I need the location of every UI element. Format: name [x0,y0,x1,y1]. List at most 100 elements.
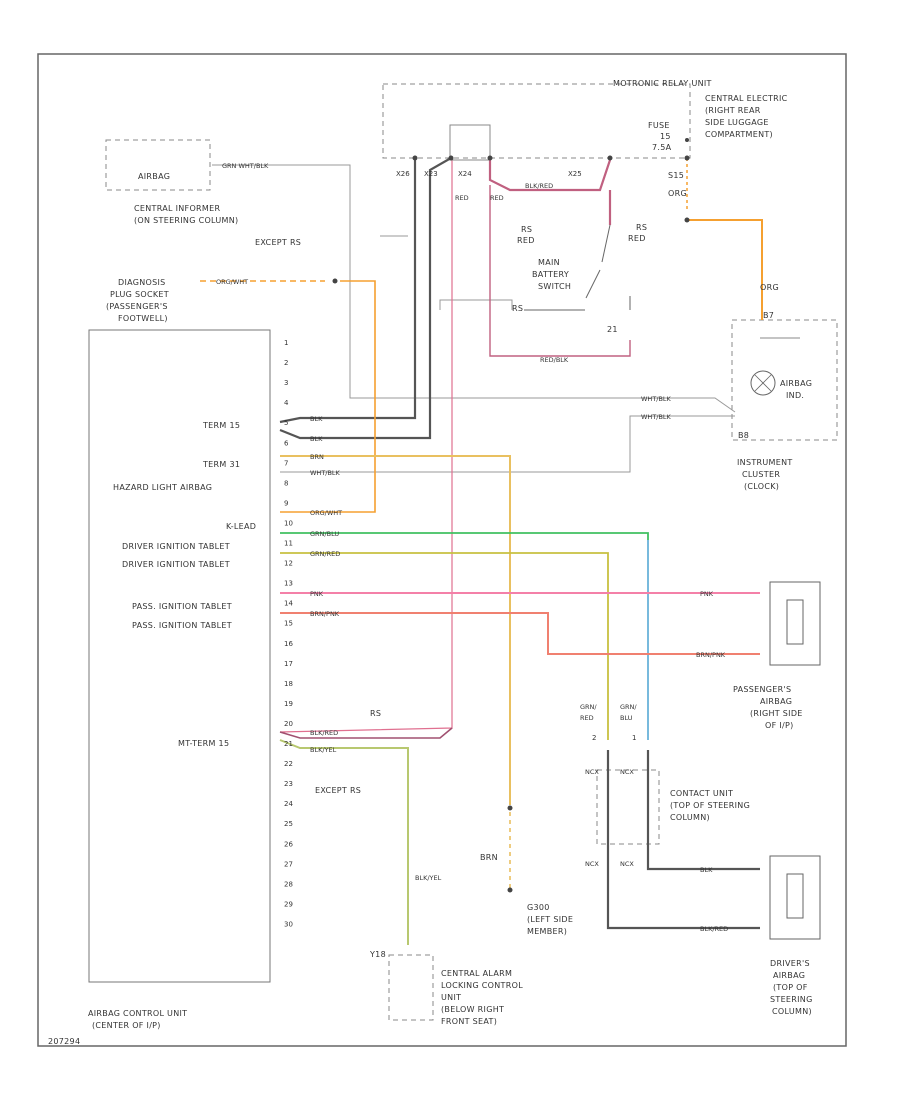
label-diag-3: (PASSENGER'S [106,302,168,311]
acu-pin-16: 16 [284,640,293,648]
label-red-1: RED [517,236,535,245]
label-driver-tab-2: DRIVER IGNITION TABLET [122,560,230,569]
wire-label-red-blk: RED/BLK [540,356,569,364]
label-diag-4: FOOTWELL) [118,314,168,323]
wire-red-mt-term [279,160,453,733]
wire-blk-yel [279,739,409,945]
wire-label-blk-yel-v: BLK/YEL [415,874,442,882]
wire-label-grn-red-v: GRN/ [580,703,597,711]
label-connector-s15: S15 [668,171,684,180]
wire-label-pnk: PNK [310,590,324,598]
acu-pin-14: 14 [284,600,293,608]
label-central-electric-3: SIDE LUGGAGE [705,118,769,127]
label-central-electric-2: (RIGHT REAR [705,106,761,115]
label-red-2: RED [628,234,646,243]
label-contact-3: COLUMN) [670,813,710,822]
label-footer: 207294 [48,1037,80,1046]
label-pass-tab-1: PASS. IGNITION TABLET [132,602,232,611]
label-rs-1: RS [521,225,532,234]
wire-label-grn-blu-v: GRN/ [620,703,637,711]
acu-pin-23: 23 [284,780,293,788]
acu-pin-10: 10 [284,520,293,528]
label-relay-unit: MOTRONIC RELAY UNIT [613,79,712,88]
label-driver-airbag-5: COLUMN) [772,1007,812,1016]
connector-x24: X24 [458,170,472,178]
diagram-frame [37,53,847,1047]
fuse-dot [685,138,689,142]
label-main-switch-2: BATTERY [532,270,569,279]
alarm-control-box [388,954,434,1021]
acu-pin-7: 7 [284,459,288,467]
wire-brn-pnk [280,612,760,655]
label-rs-3: RS [512,304,523,313]
label-term31: TERM 31 [202,460,240,469]
wire-labels: GRN WHT/BLK ORG/WHT WHT/BLK WHT/BLK BLK … [216,162,728,933]
connector-x25: X25 [568,170,582,178]
label-instrument-3: (CLOCK) [744,482,779,491]
label-alarm-1: CENTRAL ALARM [441,969,512,978]
acu-pin-22: 22 [284,760,293,768]
label-acu-2: (CENTER OF I/P) [92,1021,161,1030]
main-switch-blade [585,269,601,299]
label-driver-airbag-4: STEERING [770,995,813,1004]
acu-pin-11: 11 [284,540,293,548]
label-fuse-1: FUSE [648,121,670,130]
label-fuse-2: 15 [660,132,671,141]
relay-contact-box [449,124,491,161]
central-informer-box [105,139,211,191]
label-diag-1: DIAGNOSIS [118,278,166,287]
acu-pin-20: 20 [284,720,293,728]
junction-dot-5 [684,155,690,161]
wire-label-grn-red: GRN/RED [310,550,340,558]
wire-label-brn-pnk-r: BRN/PNK [696,651,726,659]
acu-pin-3: 3 [284,379,288,387]
connector-x23: X23 [424,170,438,178]
component-labels: MOTRONIC RELAY UNIT CENTRAL ELECTRIC (RI… [48,79,813,1046]
label-mt-term: MT-TERM 15 [178,739,229,748]
label-alarm-2: LOCKING CONTROL [441,981,523,990]
label-driver-airbag-3: (TOP OF [773,983,808,992]
acu-pin-1: 1 [284,339,288,347]
label-central-electric-4: COMPARTMENT) [705,130,773,139]
wire-label-org-wht-pin: ORG/WHT [310,509,342,517]
label-term15: TERM 15 [202,421,240,430]
acu-pin-21: 21 [284,740,293,748]
label-rs-2: RS [636,223,647,232]
label-pass-airbag-4: OF I/P) [765,721,794,730]
label-k-lead: K-LEAD [226,522,256,531]
wire-brn-ground [280,455,511,805]
label-pass-airbag-2: AIRBAG [760,697,792,706]
acu-pin-28: 28 [284,880,293,888]
wire-blk-red-relay-top [488,159,612,192]
wire-rs-bridge [439,299,513,310]
junction-dot-1 [412,155,418,161]
label-instrument-1: INSTRUMENT [737,458,793,467]
wire-label-wht-blk-1: WHT/BLK [641,395,672,403]
acu-pin-13: 13 [284,580,293,588]
junction-dot-6 [684,217,690,223]
acu-pin-30: 30 [284,921,293,929]
wire-ncx-driver-2 [606,750,760,930]
acu-pin-18: 18 [284,680,293,688]
wire-grn-red [280,552,609,740]
label-g300-3: MEMBER) [527,927,567,936]
label-main-switch-3: SWITCH [538,282,571,291]
acu-pin-27: 27 [284,860,293,868]
airbag-control-unit-box [88,329,271,983]
main-switch-lead [601,224,611,263]
wire-label-pnk-r: PNK [700,590,714,598]
acu-pin-29: 29 [284,900,293,908]
driver-airbag-element [786,873,804,919]
wire-label-wht-blk-2: WHT/BLK [641,413,672,421]
acu-pin-2: 2 [284,359,288,367]
airbag-indicator-lamp [750,370,776,396]
acu-pin-17: 17 [284,660,293,668]
wire-org-wht-pin9 [280,280,376,513]
wire-blk-red-mt [279,727,453,739]
passenger-airbag-box [769,581,821,666]
label-driver-tab-1: DRIVER IGNITION TABLET [122,542,230,551]
wire-blk-term15-2 [279,157,452,440]
wire-label-blk-red: BLK/RED [310,729,338,737]
